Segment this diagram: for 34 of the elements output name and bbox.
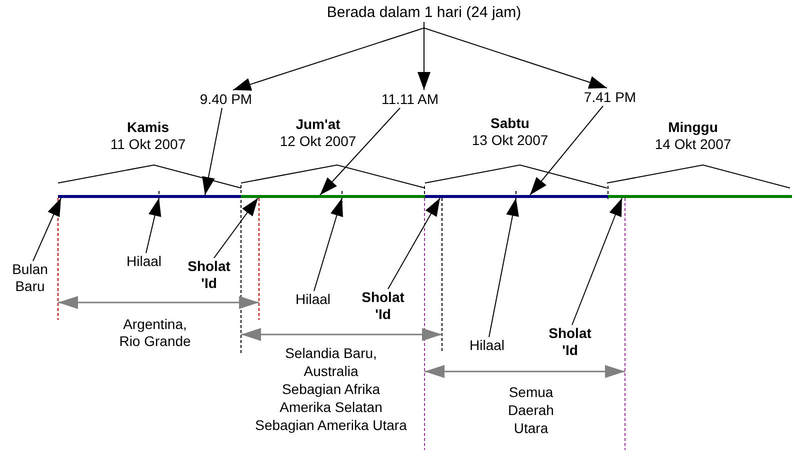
event-label: Sholat 'Id (362, 289, 404, 323)
title-label: Berada dalam 1 hari (24 jam) (326, 4, 522, 22)
date-label: 11 Okt 2007 (110, 136, 186, 153)
event-label: Hilaal (470, 337, 504, 354)
region-label: Argentina, Rio Grande (119, 316, 191, 350)
date-label: 14 Okt 2007 (654, 136, 732, 153)
event-label: Sholat 'Id (188, 258, 230, 292)
event-label: Hilaal (126, 253, 162, 270)
day-name: Minggu (668, 119, 718, 136)
arrow (32, 198, 62, 262)
day-name: Sabtu (490, 115, 530, 132)
time-label: 11.11 AM (381, 90, 439, 108)
time-label: 7.41 PM (584, 88, 636, 106)
arrow (314, 198, 344, 292)
arrow (202, 108, 222, 196)
date-label: 12 Okt 2007 (280, 133, 356, 150)
arrow (488, 198, 519, 338)
arrow (320, 108, 400, 196)
day-name: Kamis (126, 119, 170, 136)
timeline-line (58, 195, 792, 198)
event-label: Bulan Baru (12, 261, 48, 295)
arrow (424, 22, 608, 89)
region-label: Selandia Baru, Australia Sebagian Afrika Amerika Selatan Sebagian Amerika Utara (255, 344, 407, 434)
arrow (388, 198, 440, 290)
region-label: Semua Daerah Utara (508, 383, 554, 437)
arrow (572, 198, 622, 326)
day-name: Jum'at (296, 116, 340, 133)
time-label: 9.40 PM (200, 90, 252, 108)
date-label: 13 Okt 2007 (472, 132, 548, 149)
event-label: Sholat 'Id (548, 325, 592, 359)
event-label: Hilaal (296, 291, 330, 308)
arrow (530, 106, 604, 196)
arrow (214, 198, 258, 258)
arrow (146, 198, 162, 254)
